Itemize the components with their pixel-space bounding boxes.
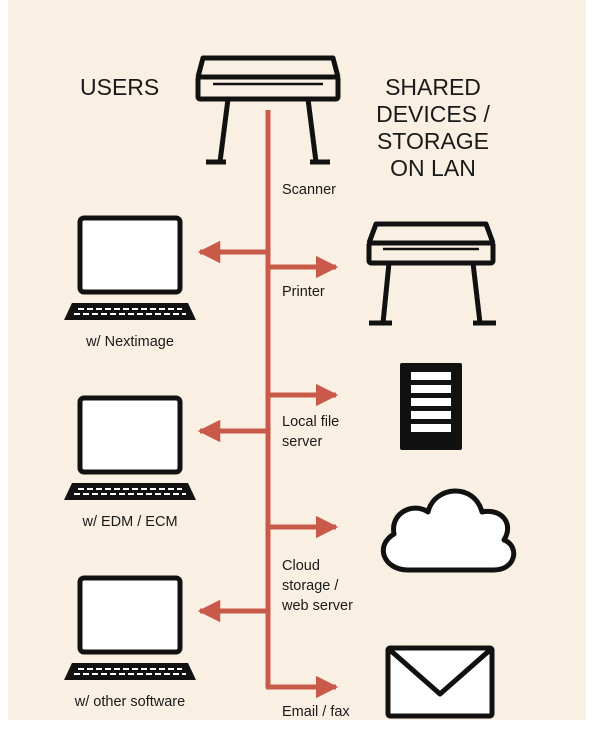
user-label: w/ other software: [74, 694, 185, 710]
user-label: w/ EDM / ECM: [81, 514, 177, 530]
shared-heading-line: DEVICES /: [376, 101, 490, 127]
users-heading: USERS: [80, 74, 159, 100]
cloud-icon: [380, 488, 517, 573]
device-label-scanner: Scanner: [282, 182, 336, 198]
device-label-email: Email / fax: [282, 704, 350, 720]
shared-devices-heading: SHARED DEVICES / STORAGE ON LAN: [376, 74, 490, 181]
device-label-cloud: web server: [281, 598, 353, 614]
envelope-icon: [385, 645, 495, 719]
user-label: w/ Nextimage: [85, 334, 174, 350]
laptop-icon: [64, 215, 196, 320]
scanner-icon: [195, 55, 341, 165]
device-label-file-server: server: [282, 434, 322, 450]
device-label-file-server: Local file: [282, 414, 339, 430]
shared-heading-line: SHARED: [385, 74, 481, 100]
printer-icon: [366, 221, 496, 326]
file-server-icon: [400, 363, 462, 450]
device-label-cloud: storage /: [282, 578, 339, 594]
shared-heading-line: ON LAN: [390, 155, 476, 181]
device-label-cloud: Cloud: [282, 558, 320, 574]
laptop-icon: [64, 395, 196, 500]
shared-heading-line: STORAGE: [377, 128, 489, 154]
device-label-printer: Printer: [282, 284, 325, 300]
laptop-icon: [64, 575, 196, 680]
